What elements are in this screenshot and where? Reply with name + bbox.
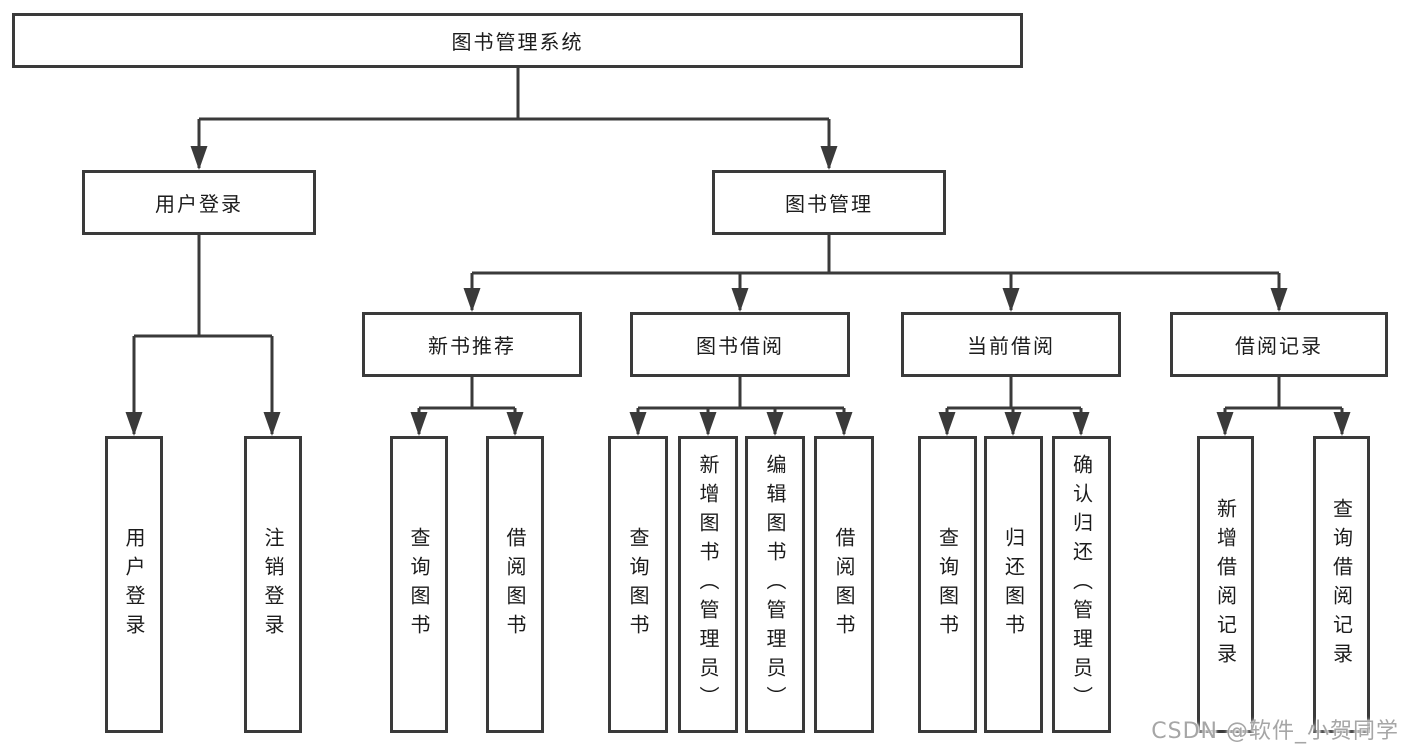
node-book-management: 图书管理 [712, 170, 946, 235]
leaf-current-query-books-label: 查询图书 [935, 526, 960, 643]
leaf-add-borrow-record-label: 新增借阅记录 [1213, 497, 1238, 672]
leaf-current-query-books: 查询图书 [918, 436, 977, 733]
leaf-return-books: 归还图书 [984, 436, 1043, 733]
connector-book-borrow-split [636, 377, 846, 434]
node-user-login: 用户登录 [82, 170, 316, 235]
leaf-borrow-query-books-label: 查询图书 [626, 526, 650, 643]
csdn-watermark: CSDN @软件_小贺同学 [1151, 719, 1399, 744]
leaf-borrow-books-label: 借阅图书 [832, 526, 856, 643]
node-book-borrow-label: 图书借阅 [696, 334, 784, 358]
leaf-add-borrow-record: 新增借阅记录 [1197, 436, 1254, 733]
connector-borrow-records-split [1223, 377, 1344, 434]
node-borrow-records: 借阅记录 [1170, 312, 1388, 377]
node-new-book-recommend-label: 新书推荐 [428, 334, 516, 358]
node-book-borrow: 图书借阅 [630, 312, 850, 377]
node-current-borrow-label: 当前借阅 [967, 334, 1055, 358]
node-new-book-recommend: 新书推荐 [362, 312, 582, 377]
node-root-label: 图书管理系统 [451, 30, 584, 54]
leaf-recommend-query-books-label: 查询图书 [407, 526, 431, 643]
leaf-logout-label: 注销登录 [261, 526, 285, 643]
leaf-recommend-query-books: 查询图书 [390, 436, 448, 733]
leaf-add-book-admin-label: 新增图书（管理员） [696, 454, 720, 715]
leaf-recommend-borrow-books: 借阅图书 [486, 436, 544, 733]
connector-root-split [197, 67, 831, 168]
leaf-query-borrow-record-label: 查询借阅记录 [1329, 497, 1354, 672]
leaf-borrow-query-books: 查询图书 [608, 436, 668, 733]
connector-new-book-split [417, 377, 517, 434]
leaf-return-books-label: 归还图书 [1001, 526, 1026, 643]
node-borrow-records-label: 借阅记录 [1235, 334, 1323, 358]
leaf-logout: 注销登录 [244, 436, 302, 733]
node-user-login-label: 用户登录 [155, 192, 243, 216]
leaf-edit-book-admin: 编辑图书（管理员） [745, 436, 805, 733]
leaf-recommend-borrow-books-label: 借阅图书 [503, 526, 527, 643]
leaf-user-login-label: 用户登录 [122, 526, 146, 643]
leaf-edit-book-admin-label: 编辑图书（管理员） [763, 454, 787, 715]
arrowheads [125, 146, 1351, 436]
leaf-confirm-return-admin: 确认归还（管理员） [1052, 436, 1111, 733]
node-book-management-label: 图书管理 [785, 192, 873, 216]
connector-user-login-split [132, 235, 274, 434]
leaf-add-book-admin: 新增图书（管理员） [678, 436, 738, 733]
leaf-confirm-return-admin-label: 确认归还（管理员） [1069, 454, 1094, 715]
node-current-borrow: 当前借阅 [901, 312, 1121, 377]
connector-book-mgmt-split [470, 235, 1281, 310]
leaf-borrow-books: 借阅图书 [814, 436, 874, 733]
node-root: 图书管理系统 [12, 13, 1023, 68]
leaf-query-borrow-record: 查询借阅记录 [1313, 436, 1370, 733]
leaf-user-login: 用户登录 [105, 436, 163, 733]
